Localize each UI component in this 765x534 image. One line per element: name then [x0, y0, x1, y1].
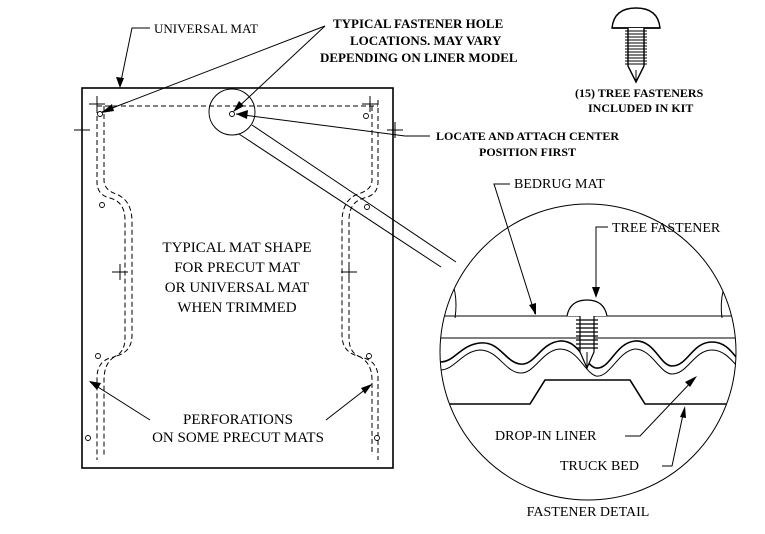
locate-leader: [235, 113, 430, 137]
drop-in-liner-label: DROP-IN LINER: [495, 429, 597, 444]
perf-arrow-left: [89, 381, 101, 390]
truck-bed-leader: [662, 409, 685, 467]
bedrug-arrow: [529, 303, 536, 315]
fasteners-included-line1: (15) TREE FASTENERS: [575, 86, 704, 100]
locate-line1: LOCATE AND ATTACH CENTER: [436, 129, 619, 143]
truck-bed-arrow: [680, 406, 686, 418]
perforations-line1: PERFORATIONS: [183, 412, 293, 428]
truck-bed-label: TRUCK BED: [560, 459, 639, 474]
center-position-circle: [208, 88, 256, 136]
trim-outline-left: [96, 100, 126, 460]
svg-text:WHEN TRIMMED: WHEN TRIMMED: [177, 300, 296, 316]
fastener-detail-title: FASTENER DETAIL: [527, 505, 650, 520]
perforations-line2: ON SOME PRECUT MATS: [152, 430, 324, 446]
locate-line2: POSITION FIRST: [479, 145, 576, 159]
liner-arrow: [685, 376, 697, 387]
hole-leader-center: [233, 25, 326, 112]
trim-outline-right-inner: [341, 106, 373, 455]
mat-shape-text: TYPICAL MAT SHAPE FOR PRECUT MAT OR UNIV…: [162, 240, 311, 316]
detail-connector-upper: [251, 124, 457, 263]
trim-outline-left-inner: [103, 106, 133, 455]
fasteners-included-line2: INCLUDED IN KIT: [588, 101, 693, 115]
tree-fastener-icon: [611, 7, 661, 84]
hole-arrow-left: [101, 104, 114, 113]
hole-locations-line3: DEPENDING ON LINER MODEL: [320, 50, 518, 65]
tree-fastener-arrow: [592, 287, 600, 298]
universal-mat-label: UNIVERSAL MAT: [154, 21, 258, 36]
bedrug-leader: [493, 183, 536, 315]
svg-text:TYPICAL MAT SHAPE: TYPICAL MAT SHAPE: [162, 240, 311, 256]
fastener-detail-circle: [439, 203, 737, 501]
svg-text:FOR PRECUT MAT: FOR PRECUT MAT: [174, 260, 300, 276]
mat-outline: [81, 87, 394, 469]
crosshair-marks: [74, 96, 403, 280]
locate-arrow: [236, 110, 248, 119]
detail-connector-lower: [238, 133, 442, 268]
hole-leader-left: [101, 25, 326, 113]
universal-mat-leader: [119, 27, 150, 87]
tree-fastener-leader: [595, 226, 608, 292]
universal-mat-arrow: [116, 77, 124, 88]
perf-leader-left: [89, 381, 151, 421]
tree-fastener-label: TREE FASTENER: [612, 221, 721, 236]
detail-contents: [440, 259, 736, 405]
trim-outline-right: [348, 100, 379, 460]
hole-locations-line1: TYPICAL FASTENER HOLE: [333, 16, 503, 31]
perf-arrow-right: [361, 384, 372, 394]
hole-locations-line2: LOCATIONS. MAY VARY: [350, 33, 502, 48]
svg-text:OR UNIVERSAL MAT: OR UNIVERSAL MAT: [165, 280, 309, 296]
bedrug-mat-label: BEDRUG MAT: [514, 177, 605, 192]
liner-leader: [625, 377, 696, 437]
fastener-holes: [85, 111, 380, 441]
hole-arrow-center: [233, 101, 244, 112]
